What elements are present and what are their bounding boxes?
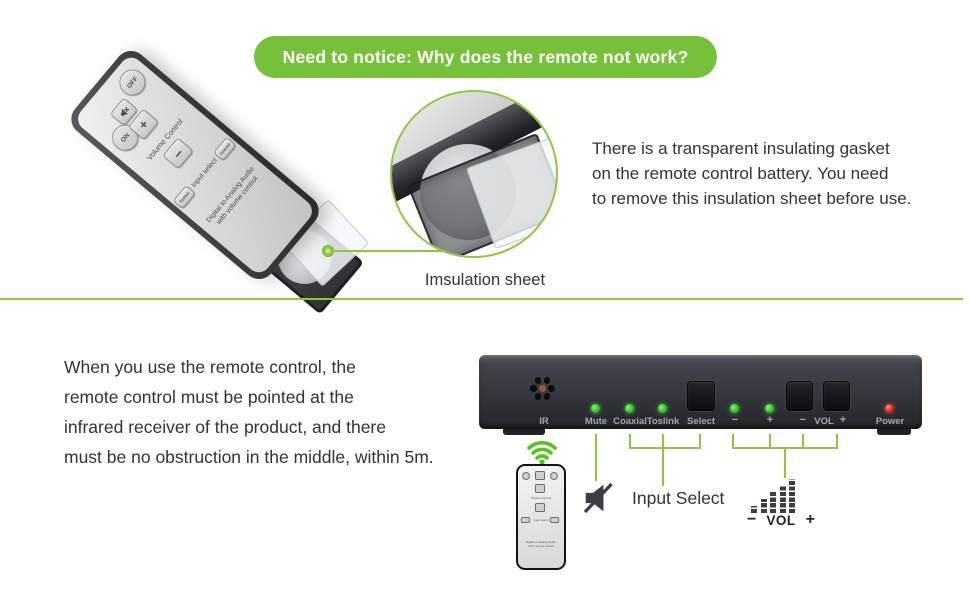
toslink-connector (662, 434, 664, 447)
power-led (885, 404, 894, 413)
panel-input-minus-label: − (731, 414, 739, 426)
device-foot-right (877, 427, 911, 435)
small-remote-off-button (550, 472, 558, 480)
section-divider (0, 298, 963, 300)
mute-led (591, 404, 600, 413)
small-remote-volume-label: Volume Control (530, 496, 552, 500)
small-remote-plus-button (535, 484, 545, 493)
ir-sensor-center-dot (539, 385, 546, 392)
callout-dot (322, 245, 334, 257)
small-remote-coaxial-button (550, 517, 559, 523)
small-remote-minus-button (535, 503, 545, 512)
usage-note: When you use the remote control, the rem… (64, 357, 434, 467)
vol-stem (784, 447, 786, 478)
remote-mute-button (109, 97, 139, 127)
vol-led-plus-connector (769, 434, 771, 447)
small-remote-input-label: Input select (533, 518, 549, 522)
panel-coaxial-label: Coaxial (613, 416, 647, 427)
coaxial-led (625, 404, 634, 413)
toslink-led (658, 404, 667, 413)
panel-ir-label: IR (539, 416, 549, 427)
callout-line (332, 250, 444, 252)
mute-speaker-icon (583, 482, 613, 514)
device-foot-left (503, 427, 545, 435)
input-minus-led (730, 404, 739, 413)
mute-connector (595, 434, 597, 481)
volume-callout: − VOL + (747, 511, 815, 529)
small-remote-toslink-button (521, 517, 530, 523)
panel-vol-plus-label: + (839, 414, 847, 426)
vol-minus-label: − (747, 511, 757, 528)
remote-off-button: OFF (114, 64, 151, 101)
panel-input-plus-label: + (766, 414, 774, 426)
panel-select-label: Select (687, 416, 715, 427)
input-plus-led (765, 404, 774, 413)
ir-waves-icon (527, 441, 557, 465)
small-remote-mute-button (535, 471, 545, 480)
panel-power-label: Power (875, 416, 905, 427)
device-front-panel: IR Mute Coaxial Toslink Select − + − VOL… (479, 355, 922, 429)
small-remote-on-button (522, 472, 530, 480)
insulation-note: There is a transparent insulating gasket… (592, 139, 912, 208)
magnifier-circle (390, 90, 558, 258)
ir-sensor (530, 376, 559, 406)
vol-label: VOL (766, 512, 796, 528)
panel-vol-label: VOL (814, 416, 834, 427)
input-select-stem (662, 447, 664, 486)
vol-led-minus-connector (732, 434, 734, 447)
mute-icon (119, 107, 129, 117)
vol-down-connector (802, 434, 804, 447)
select-button (687, 381, 715, 411)
volume-up-button (823, 381, 850, 411)
remote-body: OFF ON + Volume Control − Toslink Input … (64, 44, 370, 315)
vol-plus-label: + (805, 511, 815, 528)
notice-banner: Need to notice: Why does the remote not … (254, 36, 717, 78)
small-remote: Volume Control Input select Digital to A… (516, 464, 566, 570)
panel-toslink-label: Toslink (646, 416, 680, 427)
vol-up-connector (836, 434, 838, 447)
panel-vol-minus-label: − (799, 414, 807, 426)
coaxial-connector (629, 434, 631, 447)
input-select-bracket (629, 447, 701, 449)
select-connector (699, 434, 701, 447)
small-remote-brand-text: Digital to Analog Audio with volume cont… (525, 540, 557, 548)
input-select-callout: Input Select (632, 488, 725, 508)
panel-mute-label: Mute (584, 416, 608, 427)
volume-down-button (786, 381, 813, 411)
notice-banner-text: Need to notice: Why does the remote not … (282, 46, 689, 67)
volume-bars-icon (751, 479, 795, 513)
remote-face: OFF ON + Volume Control − Toslink Input … (73, 52, 317, 278)
magnifier-caption: Imsulation sheet (424, 271, 546, 289)
